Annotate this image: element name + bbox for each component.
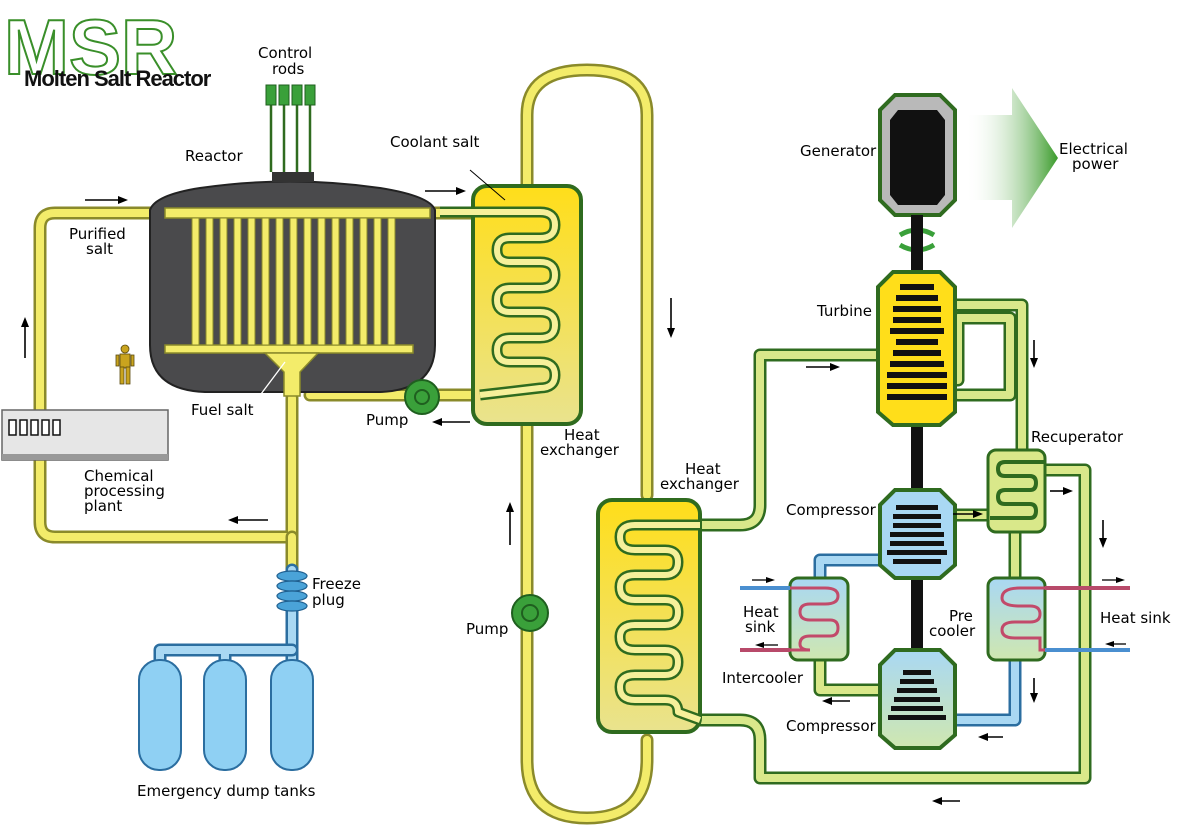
label-heat-exchanger-2a: Heat — [685, 460, 721, 478]
heat-exchanger-2 — [596, 498, 702, 734]
label-chemical-3: plant — [84, 497, 122, 515]
pre-cooler — [986, 576, 1130, 662]
arrow-down-1 — [667, 298, 675, 338]
control-rods — [265, 84, 316, 172]
dump-tank-3 — [270, 659, 314, 771]
label-reactor: Reactor — [185, 147, 243, 165]
arrow-down-4 — [1030, 678, 1038, 703]
gas-loop — [693, 298, 1092, 785]
logo-letters: MSR — [4, 3, 177, 91]
compressor-2 — [878, 648, 957, 750]
pump-2 — [511, 594, 549, 632]
coolant-salt-loop — [520, 63, 654, 825]
arrow-right-5 — [953, 510, 983, 518]
arrow-left-3 — [978, 733, 1003, 741]
label-dump-tanks: Emergency dump tanks — [137, 782, 316, 800]
reactor-vessel — [149, 172, 436, 399]
label-heat-sink-left-1: Heat — [743, 603, 779, 621]
arrow-left-5 — [932, 797, 960, 805]
flow-arrows — [21, 187, 1126, 805]
label-heat-exchanger-1a: Heat — [564, 426, 600, 444]
dump-tank-2 — [203, 659, 247, 771]
pump-1 — [404, 379, 440, 415]
label-purified-1: Purified — [69, 225, 126, 243]
arrow-right-1 — [85, 196, 128, 204]
label-intercooler: Intercooler — [722, 669, 804, 687]
label-heat-exchanger-1b: exchanger — [540, 441, 620, 459]
label-coolant-salt: Coolant salt — [390, 133, 480, 151]
msr-logo: MSR Molten Salt Reactor — [3, 2, 213, 92]
arrow-right-2 — [425, 187, 466, 195]
arrow-down-2 — [1030, 340, 1038, 368]
plant-windows — [8, 419, 61, 436]
generator — [878, 88, 1058, 253]
dump-tank-1 — [138, 659, 182, 771]
arrow-up-2 — [506, 502, 514, 545]
label-fuel-salt: Fuel salt — [191, 401, 254, 419]
label-control-rods-2: rods — [272, 60, 305, 78]
label-control-rods-1: Control — [258, 44, 312, 62]
label-chemical-2: processing — [84, 482, 165, 500]
label-purified-2: salt — [86, 240, 113, 258]
label-generator: Generator — [800, 142, 877, 160]
label-compressor-2: Compressor — [786, 717, 877, 735]
compressor-1 — [878, 488, 957, 580]
chemical-processing-plant — [1, 409, 169, 461]
label-recuperator: Recuperator — [1031, 428, 1124, 446]
arrow-right-6 — [752, 577, 775, 583]
label-turbine: Turbine — [816, 302, 872, 320]
label-freeze-1: Freeze — [312, 575, 361, 593]
freeze-plug-icon — [276, 570, 308, 612]
label-pump-2: Pump — [466, 620, 508, 638]
logo-subtitle: Molten Salt Reactor — [24, 66, 212, 91]
label-heat-exchanger-2b: exchanger — [660, 475, 740, 493]
recuperator — [986, 448, 1047, 534]
fuel-channels — [191, 217, 396, 346]
label-heat-sink-left-2: sink — [745, 618, 775, 636]
heat-exchanger-1 — [440, 169, 583, 426]
arrow-left-7 — [1105, 641, 1126, 647]
arrow-down-3 — [1099, 520, 1107, 548]
label-compressor-1: Compressor — [786, 501, 877, 519]
person-icon — [115, 344, 135, 385]
power-arrow-icon — [965, 88, 1058, 228]
labels: Control rods Reactor Coolant salt Genera… — [69, 44, 1171, 800]
label-heat-sink-right: Heat sink — [1100, 609, 1171, 627]
arrow-left-4 — [822, 697, 850, 705]
intercooler — [740, 576, 850, 662]
label-electrical-2: power — [1072, 155, 1119, 173]
label-chemical-1: Chemical — [84, 467, 154, 485]
arrow-up-1 — [21, 317, 29, 358]
label-pre-cooler-1: Pre — [949, 607, 973, 625]
label-pump-1: Pump — [366, 411, 408, 429]
turbine — [876, 270, 957, 427]
label-pre-cooler-2: cooler — [929, 622, 976, 640]
arrow-left-2 — [228, 516, 268, 524]
arrow-right-7 — [1102, 577, 1125, 583]
arrow-left-1 — [432, 418, 470, 426]
label-freeze-2: plug — [312, 591, 345, 609]
arrow-left-6 — [755, 642, 778, 648]
dump-system — [138, 563, 314, 771]
arrow-right-4 — [1050, 487, 1073, 495]
label-electrical-1: Electrical — [1059, 140, 1128, 158]
arrow-right-3 — [806, 363, 840, 371]
